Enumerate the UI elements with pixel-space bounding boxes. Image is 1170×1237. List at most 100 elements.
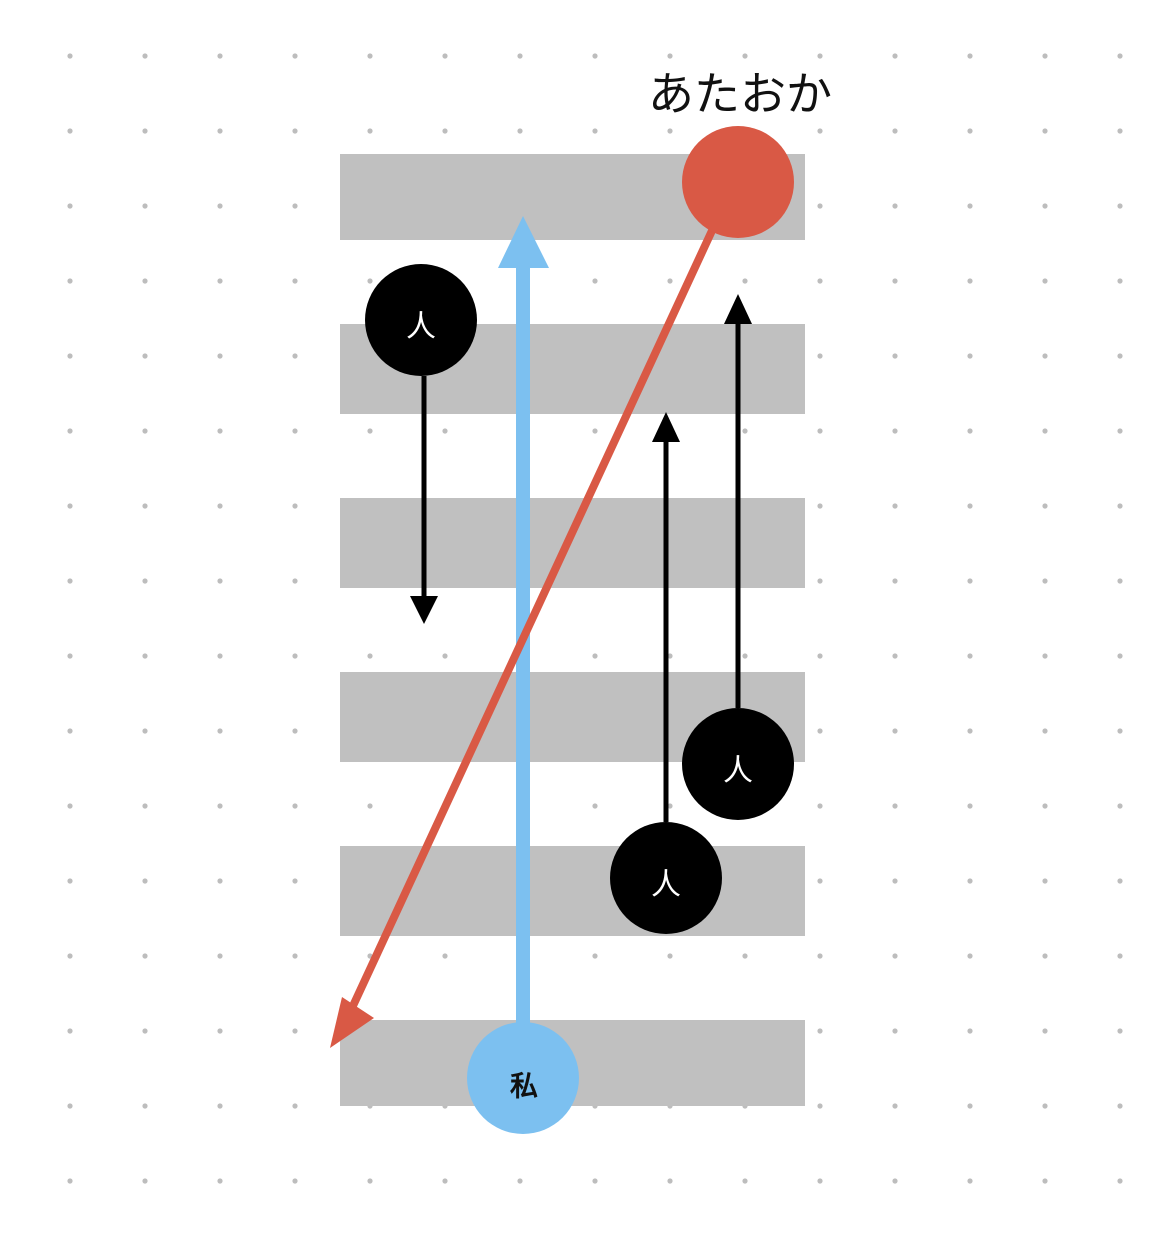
grid-dot	[517, 53, 523, 59]
grid-dot	[592, 653, 598, 659]
person-c-label: 人	[723, 754, 753, 789]
grid-dot	[67, 953, 73, 959]
grid-dot	[67, 578, 73, 584]
grid-dot	[1042, 278, 1048, 284]
grid-dot	[667, 53, 673, 59]
person-b-arrowhead	[652, 412, 680, 442]
grid-dot	[67, 503, 73, 509]
grid-dot	[217, 728, 223, 734]
grid-dot	[967, 1178, 973, 1184]
person-node-a: 人	[365, 264, 477, 376]
grid-dot	[1042, 1178, 1048, 1184]
grid-dot	[742, 428, 748, 434]
grid-dot	[817, 353, 823, 359]
grid-dot	[892, 53, 898, 59]
grid-dot	[367, 1178, 373, 1184]
grid-dot	[1117, 428, 1123, 434]
grid-dot	[67, 53, 73, 59]
grid-dot	[1117, 878, 1123, 884]
grid-dot	[142, 578, 148, 584]
person-node-c: 人	[682, 708, 794, 820]
grid-dot	[217, 203, 223, 209]
grid-dot	[142, 278, 148, 284]
grid-dot	[217, 1028, 223, 1034]
grid-dot	[1117, 53, 1123, 59]
grid-dot	[142, 1103, 148, 1109]
grid-dot	[1117, 953, 1123, 959]
grid-dot	[367, 128, 373, 134]
person-node-b: 人	[610, 822, 722, 934]
grid-dot	[67, 878, 73, 884]
grid-dot	[142, 1178, 148, 1184]
grid-dot	[292, 653, 298, 659]
grid-dot	[217, 578, 223, 584]
grid-dot	[1117, 803, 1123, 809]
grid-dot	[292, 128, 298, 134]
grid-dot	[592, 128, 598, 134]
me-label: 私	[510, 1070, 538, 1103]
atari-title: あたおか	[648, 67, 832, 121]
grid-dot	[67, 1178, 73, 1184]
grid-dot	[967, 878, 973, 884]
grid-dot	[817, 803, 823, 809]
grid-dot	[892, 203, 898, 209]
atari-node: あたおか	[648, 67, 832, 238]
grid-dot	[67, 728, 73, 734]
grid-dot	[817, 1103, 823, 1109]
grid-dot	[1042, 728, 1048, 734]
grid-dot	[1042, 428, 1048, 434]
grid-dot	[142, 878, 148, 884]
grid-dot	[892, 1103, 898, 1109]
grid-dot	[967, 1028, 973, 1034]
grid-dot	[967, 1103, 973, 1109]
grid-dot	[1117, 728, 1123, 734]
grid-dot	[892, 428, 898, 434]
grid-dot	[1117, 578, 1123, 584]
me-arrowhead	[498, 216, 549, 268]
grid-dot	[292, 578, 298, 584]
grid-dot	[1042, 878, 1048, 884]
grid-dot	[217, 803, 223, 809]
grid-dot	[1117, 1103, 1123, 1109]
grid-dot	[667, 953, 673, 959]
grid-dot	[292, 1028, 298, 1034]
grid-dot	[142, 653, 148, 659]
grid-dot	[217, 878, 223, 884]
person-a-label: 人	[406, 310, 436, 345]
grid-dot	[1042, 203, 1048, 209]
grid-dot	[67, 203, 73, 209]
grid-dot	[967, 503, 973, 509]
grid-dot	[817, 278, 823, 284]
grid-dot	[592, 803, 598, 809]
grid-dot	[967, 578, 973, 584]
grid-dot	[67, 353, 73, 359]
grid-dot	[292, 878, 298, 884]
grid-dot	[217, 503, 223, 509]
grid-dot	[892, 353, 898, 359]
grid-dot	[1042, 503, 1048, 509]
grid-dot	[367, 428, 373, 434]
grid-dot	[442, 653, 448, 659]
grid-dot	[217, 128, 223, 134]
grid-dot	[142, 1028, 148, 1034]
grid-dot	[367, 803, 373, 809]
grid-dot	[592, 1178, 598, 1184]
grid-dot	[292, 503, 298, 509]
grid-dot	[592, 278, 598, 284]
grid-dot	[817, 578, 823, 584]
grid-dot	[892, 503, 898, 509]
grid-dot	[1042, 803, 1048, 809]
grid-dot	[442, 53, 448, 59]
grid-dot	[967, 428, 973, 434]
person-b-label: 人	[651, 868, 681, 903]
grid-dot	[1117, 653, 1123, 659]
grid-dot	[1117, 503, 1123, 509]
grid-dot	[142, 53, 148, 59]
person-a-circle	[365, 264, 477, 376]
grid-dot	[292, 728, 298, 734]
grid-dot	[67, 803, 73, 809]
grid-dot	[817, 1028, 823, 1034]
grid-dot	[1042, 1028, 1048, 1034]
grid-dot	[742, 53, 748, 59]
